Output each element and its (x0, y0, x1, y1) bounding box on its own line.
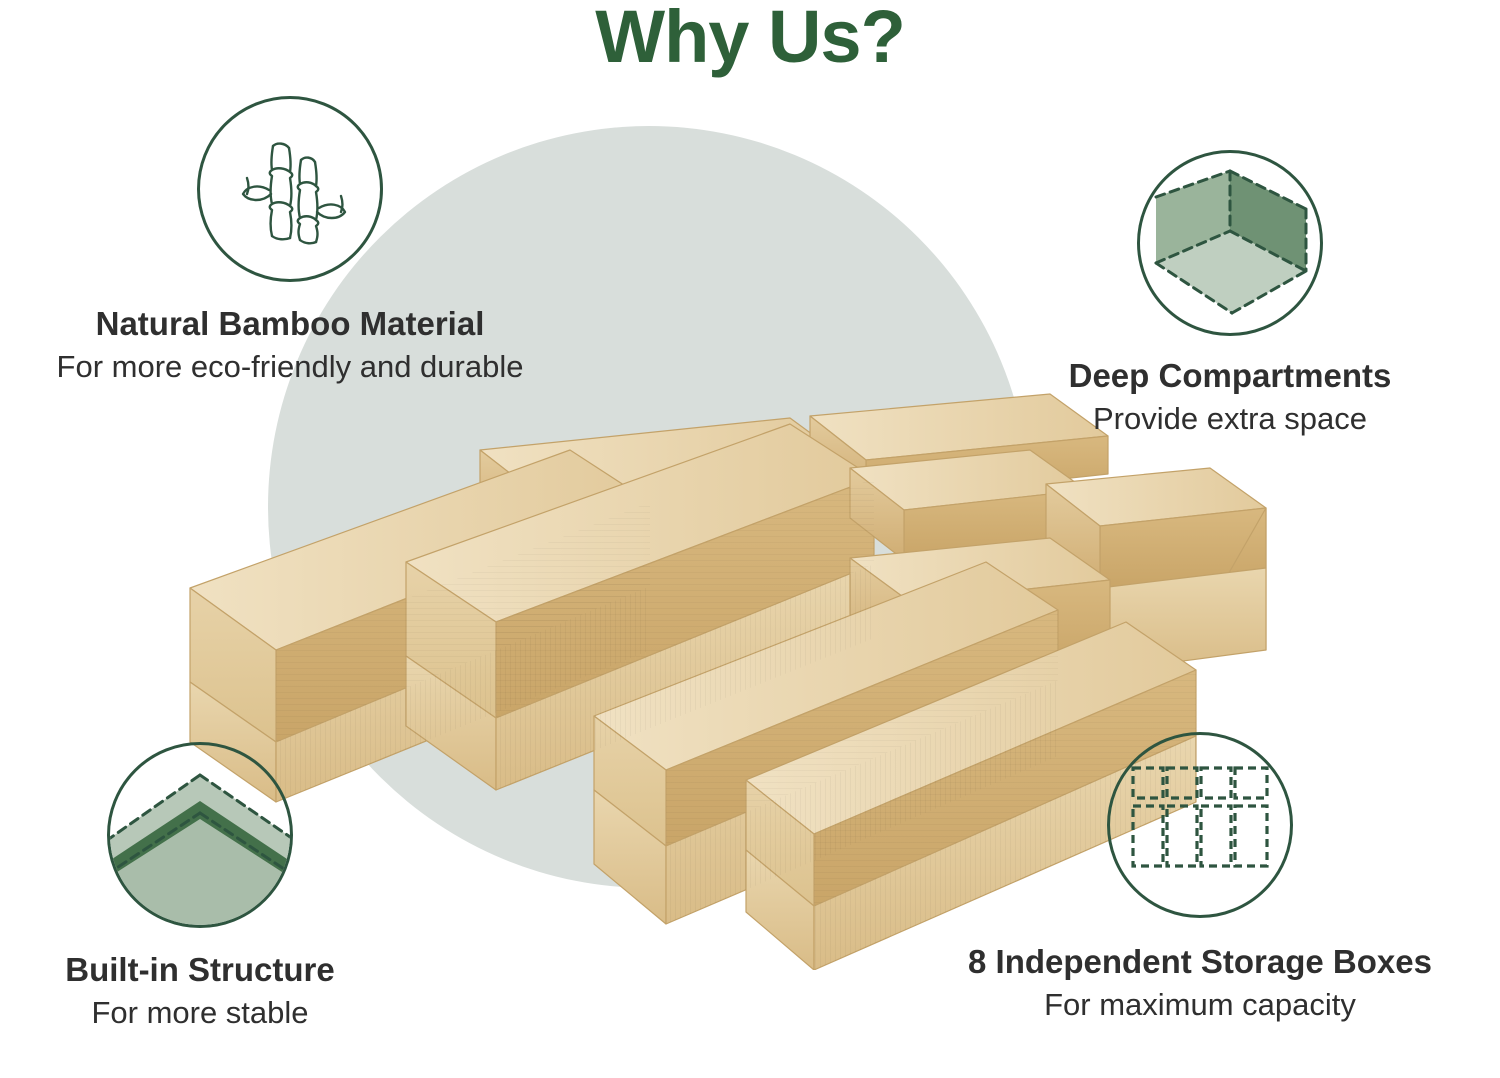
feature-title: Natural Bamboo Material (95, 305, 485, 342)
feature-subtitle: For maximum capacity (1044, 986, 1356, 1022)
feature-subtitle: Provide extra space (1093, 400, 1367, 436)
feature-title: 8 Independent Storage Boxes (968, 943, 1432, 980)
page-title: Why Us? (595, 0, 906, 78)
product-image (150, 350, 1310, 970)
feature-natural-bamboo-material: Natural Bamboo Material For more eco-fri… (0, 96, 580, 386)
feature-text-block: Deep Compartments Provide extra space (980, 356, 1480, 438)
feature-8-independent-storage-boxes: 8 Independent Storage Boxes For maximum … (900, 732, 1500, 1024)
feature-subtitle: For more eco-friendly and durable (56, 348, 524, 384)
feature-text-block: 8 Independent Storage Boxes For maximum … (900, 942, 1500, 1024)
feature-built-in-structure: Built-in Structure For more stable (0, 742, 410, 1032)
corner-joint-icon (107, 742, 293, 928)
feature-title: Deep Compartments (1068, 357, 1392, 394)
bamboo-storage-box-set-illustration (189, 393, 1267, 970)
dashed-grid-icon (1107, 732, 1293, 918)
feature-title: Built-in Structure (65, 951, 335, 988)
deep-box-corner-icon (1137, 150, 1323, 336)
feature-text-block: Built-in Structure For more stable (0, 950, 410, 1032)
feature-subtitle: For more stable (91, 994, 309, 1030)
feature-deep-compartments: Deep Compartments Provide extra space (980, 150, 1480, 438)
bamboo-icon (197, 96, 383, 282)
feature-text-block: Natural Bamboo Material For more eco-fri… (0, 304, 580, 386)
